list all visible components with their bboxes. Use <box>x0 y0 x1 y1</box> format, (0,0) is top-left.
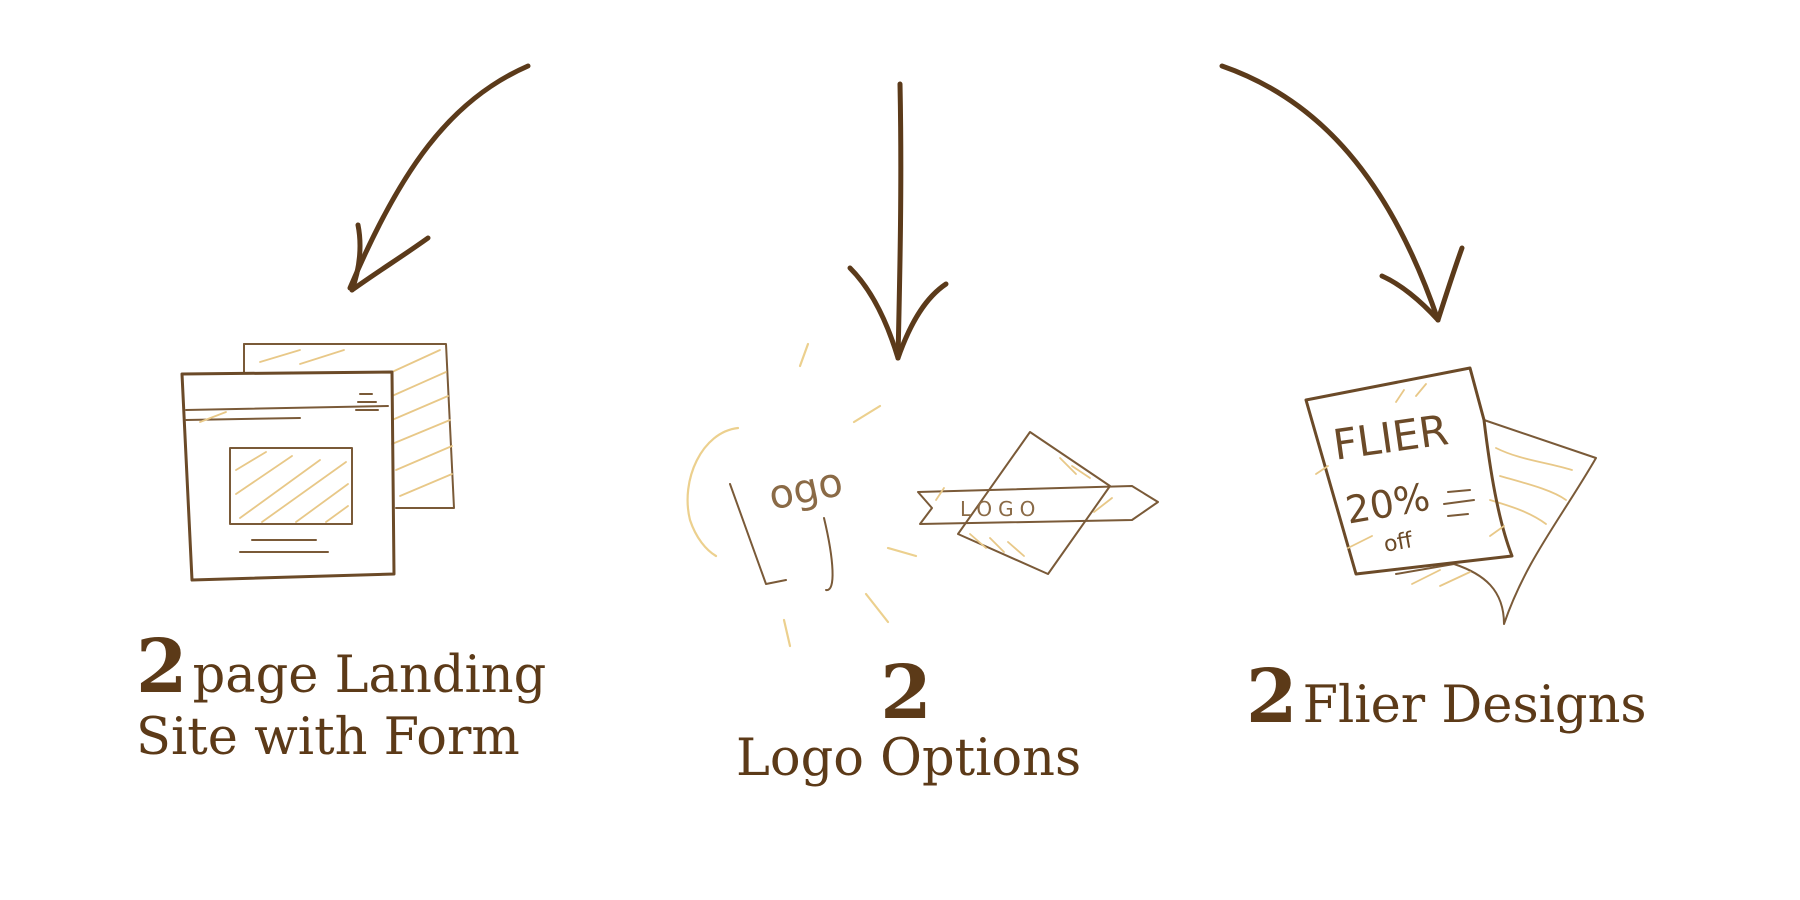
landing-count: 2 <box>136 624 188 710</box>
logo-options-caption: 2 Logo Options <box>736 650 1082 788</box>
logo-count: 2 <box>880 650 932 736</box>
webpage-sketch-icon <box>180 343 455 582</box>
flier-designs-caption: 2 Flier Designs <box>1246 656 1647 739</box>
landing-label-line1: page Landing <box>192 646 547 705</box>
svg-text:20%: 20% <box>1342 475 1433 533</box>
flier-label: Flier Designs <box>1302 676 1647 735</box>
arrow-to-landing-icon <box>347 63 531 293</box>
flier-count: 2 <box>1246 654 1298 740</box>
arrow-to-logo-icon <box>847 81 949 361</box>
flier-sketch-icon: FLIER 20% off <box>1304 366 1597 625</box>
svg-text:off: off <box>1382 528 1415 558</box>
logo-sketch-icon: ogo LOGO <box>686 342 1159 648</box>
svg-text:FLIER: FLIER <box>1330 405 1451 470</box>
logo-label: Logo Options <box>736 729 1082 788</box>
landing-label-line2: Site with Form <box>136 707 520 767</box>
svg-text:ogo: ogo <box>765 459 847 519</box>
svg-text:LOGO: LOGO <box>960 497 1041 521</box>
landing-site-caption: 2 page Landing Site with Form <box>136 626 546 766</box>
arrow-to-flier-icon <box>1219 63 1465 323</box>
